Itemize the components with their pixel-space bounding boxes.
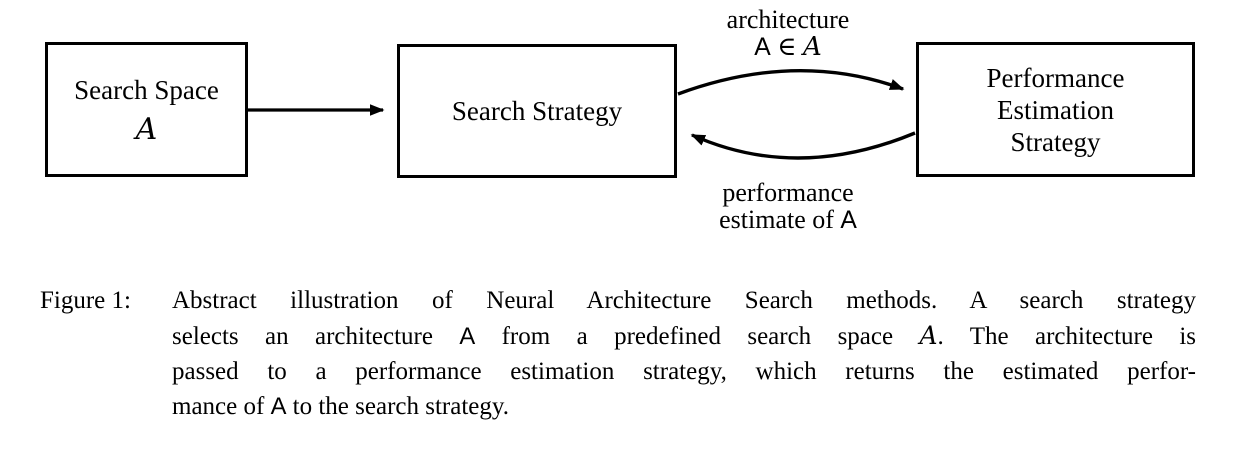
caption-line2-archA: A: [459, 323, 476, 350]
arrow-performance-to-strategy: [690, 131, 916, 160]
caption-line2-seg2: from a predefined search space: [475, 323, 920, 350]
performance-label-line2: estimate of A: [719, 206, 857, 234]
search-space-symbol-inline: A: [802, 32, 822, 62]
performance-label-line1: performance: [722, 178, 854, 207]
caption-text: Abstract illustration of Neural Architec…: [172, 283, 1196, 424]
caption-line3-text: passed to a performance estimation strat…: [172, 358, 1196, 385]
architecture-symbol-2: A: [840, 207, 857, 234]
element-of-symbol: ∈: [777, 32, 797, 61]
performance-edge-label: performance estimate of A: [719, 179, 857, 234]
search-space-symbol: A: [135, 111, 158, 147]
caption-line1-text: Abstract illustration of Neural Architec…: [172, 287, 1196, 314]
caption-line-1: Abstract illustration of Neural Architec…: [172, 283, 1196, 318]
caption-line4-archA: A: [270, 393, 287, 420]
architecture-label-line2: A ∈ A: [727, 33, 850, 61]
search-strategy-title: Search Strategy: [451, 96, 623, 126]
search-space-title: Search Space: [74, 74, 219, 105]
performance-label-text: estimate of: [719, 205, 841, 234]
caption-line-2: selects an architecture A from a predefi…: [172, 318, 1196, 354]
performance-box-line1: Performance: [986, 62, 1125, 93]
caption-line-3: passed to a performance estimation strat…: [172, 354, 1196, 389]
architecture-edge-label: architecture A ∈ A: [727, 6, 850, 61]
architecture-label-line1: architecture: [726, 5, 850, 34]
search-space-box: Search Space A: [45, 42, 248, 177]
figure-caption: Figure 1: Abstract illustration of Neura…: [40, 283, 1196, 424]
caption-line2-seg4: . The architecture is: [937, 323, 1197, 350]
architecture-symbol: A: [754, 34, 771, 61]
caption-line2-calA: A: [919, 321, 938, 350]
caption-line-4: mance of A to the search strategy.: [172, 389, 1196, 424]
performance-box-line2: Estimation: [997, 94, 1114, 125]
search-strategy-box: Search Strategy: [397, 44, 677, 178]
performance-estimation-box: Performance Estimation Strategy: [916, 42, 1195, 177]
caption-number: Figure 1:: [40, 287, 131, 314]
arrow-strategy-to-performance: [677, 69, 905, 96]
caption-line2-seg0: selects an architecture: [172, 323, 460, 350]
caption-line4-seg2: to the search strategy.: [286, 393, 510, 420]
performance-box-line3: Strategy: [1010, 126, 1101, 157]
caption-line4-seg0: mance of: [172, 393, 271, 420]
